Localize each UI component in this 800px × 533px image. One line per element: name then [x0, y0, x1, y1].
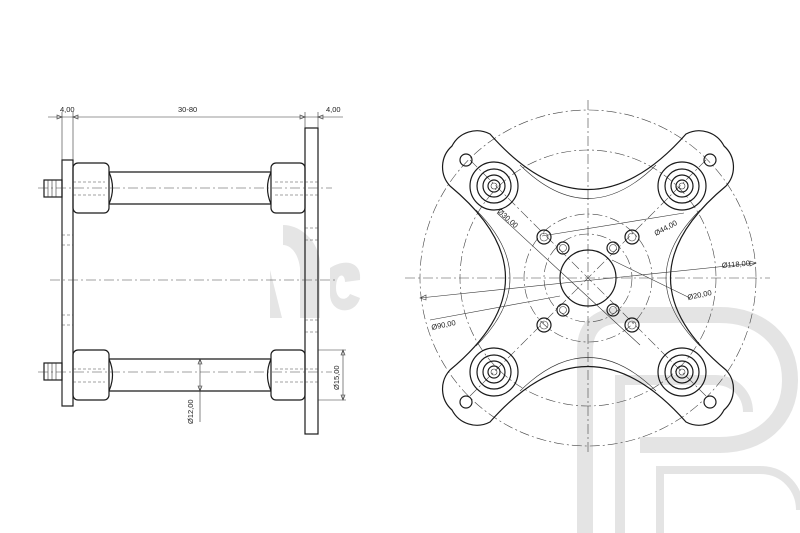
motor-mount-top-right [657, 161, 707, 211]
bolt-holes [536, 229, 640, 333]
right-plate [304, 127, 319, 435]
dim-center-hole: Ø20,00 [687, 288, 713, 302]
dim-span: 30-80 [178, 105, 197, 114]
motor-mount-top-left [469, 161, 519, 211]
left-plate [61, 159, 74, 407]
corner-hole [703, 395, 717, 409]
frame-plate-outline [441, 130, 735, 426]
dim-motor-circle: Ø90,00 [431, 318, 457, 332]
center-hole [559, 249, 617, 307]
corner-hole [703, 153, 717, 167]
dim-boss-diameter: Ø15,00 [332, 365, 341, 390]
watermark-logo-left [270, 225, 361, 318]
side-view: 4,00 30-80 4,00 Ø12,00 Ø15,00 [38, 105, 346, 435]
watermark-logo-right [577, 307, 800, 533]
corner-hole [459, 153, 473, 167]
dim-right-thickness: 4,00 [326, 105, 341, 114]
dim-bolt-circle-small: Ø30,00 [496, 207, 520, 230]
dim-left-thickness: 4,00 [60, 105, 75, 114]
corner-hole [459, 395, 473, 409]
motor-mount-bottom-left [469, 347, 519, 397]
spacer-top [38, 162, 332, 214]
dim-spacer-diameter: Ø12,00 [186, 399, 195, 424]
spacer-bottom [38, 349, 332, 401]
dim-outer-circle: Ø118,00 [721, 259, 750, 270]
dim-bolt-circle-mid: Ø44,00 [653, 218, 679, 237]
motor-mount-bottom-right [657, 347, 707, 397]
